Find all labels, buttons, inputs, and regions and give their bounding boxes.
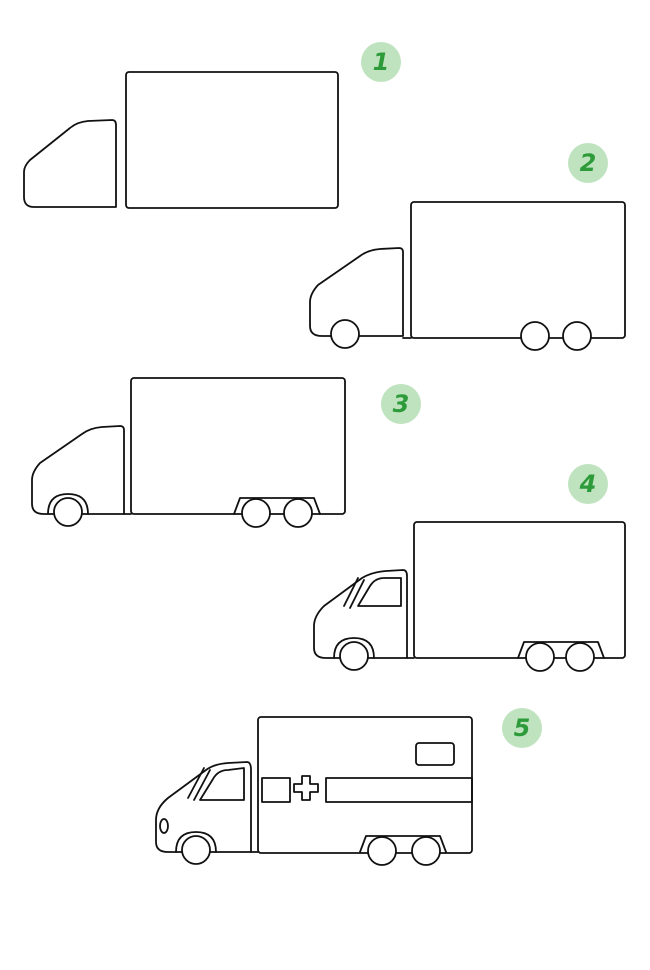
step-4-rear-wheel-1 — [525, 642, 555, 672]
step-4-badge: 4 — [568, 464, 608, 504]
step-2-rear-wheel-1 — [520, 321, 550, 351]
step-5-window — [199, 767, 245, 801]
step-3-rear-wheel-2 — [283, 498, 313, 528]
step-4-pillar-2 — [349, 579, 365, 609]
step-3-rear-arch — [233, 497, 321, 515]
step-4-cab — [313, 569, 408, 659]
step-5-pillar — [187, 767, 205, 799]
step-4-pillar — [343, 577, 359, 607]
step-3-cab — [31, 425, 125, 515]
step-4-window — [357, 577, 402, 607]
step-1-drawing — [23, 71, 339, 209]
step-5-pillar-2 — [193, 769, 211, 801]
step-5-headlight — [159, 818, 169, 834]
step-2-badge: 2 — [568, 143, 608, 183]
step-4-cargo-box — [413, 521, 626, 659]
step-3-front-wheel — [53, 497, 83, 527]
step-1-number: 1 — [372, 48, 390, 76]
step-3-rear-wheel-1 — [241, 498, 271, 528]
step-1-cargo-box — [125, 71, 339, 209]
step-5-cross — [293, 775, 319, 801]
step-2-front-wheel — [330, 319, 360, 349]
step-4-number: 4 — [579, 470, 597, 498]
step-5-badge: 5 — [502, 708, 542, 748]
step-5-front-arch — [175, 831, 217, 853]
step-5-stripe-left — [261, 777, 291, 803]
step-3-number: 3 — [392, 390, 410, 418]
step-3-badge: 3 — [381, 384, 421, 424]
step-3-cargo-box — [130, 377, 346, 515]
step-2-cargo-box — [410, 201, 626, 339]
step-1-cab — [23, 119, 117, 208]
step-5-number: 5 — [513, 714, 531, 742]
step-4-front-arch — [333, 637, 375, 659]
step-2-cab — [309, 247, 404, 337]
step-4-rear-wheel-2 — [565, 642, 595, 672]
step-5-cab — [155, 761, 252, 853]
step-5-front-wheel — [181, 835, 211, 865]
step-2-number: 2 — [579, 149, 597, 177]
step-2-rear-wheel-2 — [562, 321, 592, 351]
step-5-rear-arch — [359, 835, 447, 853]
step-3-front-arch — [47, 493, 89, 515]
step-5-rear-wheel-2 — [411, 836, 441, 866]
step-4-front-wheel — [339, 641, 369, 671]
step-4-rear-arch — [517, 641, 605, 659]
step-5-rear-wheel-1 — [367, 836, 397, 866]
step-5-stripe-right — [325, 777, 473, 803]
step-2-drawing — [309, 201, 626, 351]
step-4-drawing — [313, 521, 626, 672]
step-5-drawing — [155, 716, 473, 866]
step-5-side-window — [415, 742, 455, 766]
step-3-drawing — [31, 377, 346, 528]
step-1-badge: 1 — [361, 42, 401, 82]
